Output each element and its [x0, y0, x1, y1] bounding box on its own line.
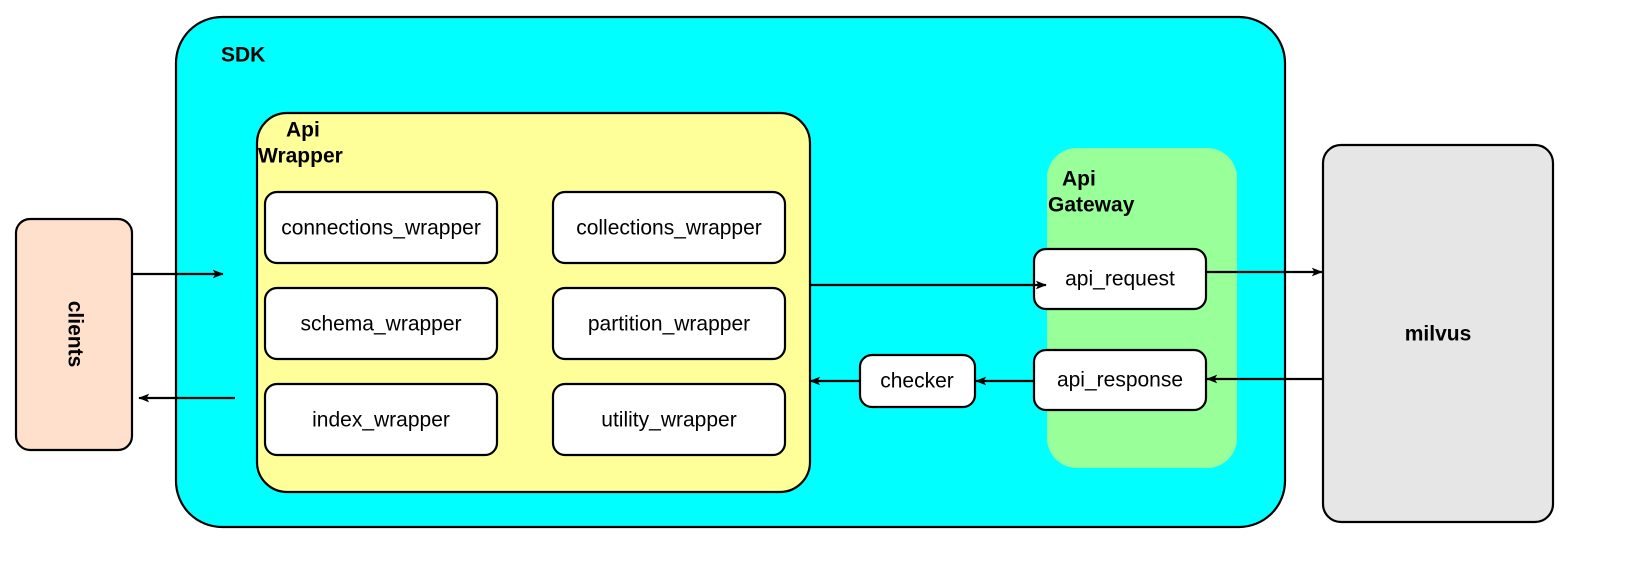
schema-wrapper-shape: [263, 286, 499, 361]
checker-label: checker: [880, 370, 954, 393]
partition-wrapper-label: partition_wrapper: [588, 313, 750, 336]
partition-wrapper-shape: [551, 286, 787, 361]
milvus-label: milvus: [1405, 323, 1472, 346]
schema-wrapper-label: schema_wrapper: [300, 313, 461, 336]
connections-wrapper-label: connections_wrapper: [281, 217, 481, 240]
gateway-module-api-response[interactable]: api_response: [1032, 348, 1208, 412]
api-wrapper-title-line2: Wrapper: [258, 145, 343, 168]
wrapper-module-utility-wrapper[interactable]: utility_wrapper: [551, 382, 787, 457]
api-gateway-title-line2: Gateway: [1048, 194, 1135, 217]
wrapper-module-schema-wrapper[interactable]: schema_wrapper: [263, 286, 499, 361]
api-request-label: api_request: [1065, 268, 1175, 291]
api-response-label: api_response: [1057, 369, 1183, 392]
collections-wrapper-label: collections_wrapper: [576, 217, 762, 240]
api-request-shape: [1032, 247, 1208, 311]
wrapper-module-collections-wrapper[interactable]: collections_wrapper: [551, 190, 787, 265]
node-clients[interactable]: clients: [14, 217, 134, 452]
wrapper-module-index-wrapper[interactable]: index_wrapper: [263, 382, 499, 457]
gateway-module-api-request[interactable]: api_request: [1032, 247, 1208, 311]
api-wrapper-title-line1: Api: [286, 119, 320, 142]
milvus-shape: [1321, 143, 1555, 524]
index-wrapper-label: index_wrapper: [312, 409, 450, 432]
index-wrapper-shape: [263, 382, 499, 457]
utility-wrapper-label: utility_wrapper: [601, 409, 736, 432]
sdk-title: SDK: [221, 44, 265, 67]
node-checker[interactable]: checker: [858, 353, 977, 409]
utility-wrapper-shape: [551, 382, 787, 457]
api-gateway-title-line1: Api: [1062, 168, 1096, 191]
clients-label: clients: [63, 301, 86, 368]
wrapper-module-partition-wrapper[interactable]: partition_wrapper: [551, 286, 787, 361]
wrapper-module-connections-wrapper[interactable]: connections_wrapper: [263, 190, 499, 265]
clients-shape: [14, 217, 134, 452]
collections-wrapper-shape: [551, 190, 787, 265]
connections-wrapper-shape: [263, 190, 499, 265]
node-milvus[interactable]: milvus: [1321, 143, 1555, 524]
